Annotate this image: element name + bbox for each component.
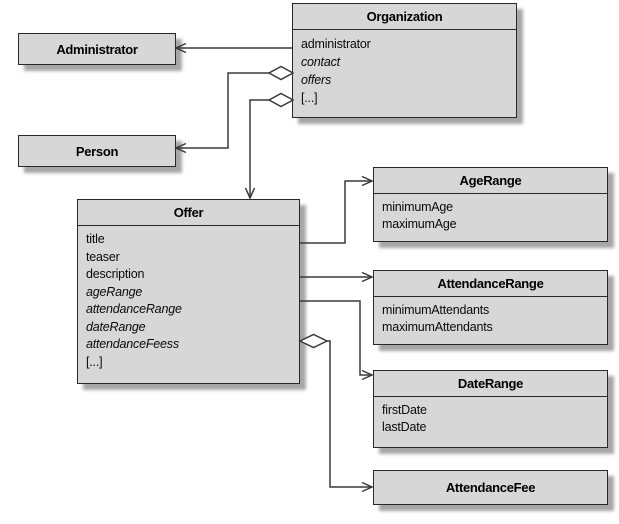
class-field: contact (301, 55, 340, 69)
connector-line (300, 300, 372, 376)
class-name: DateRange (374, 371, 607, 397)
class-name: Administrator (56, 41, 138, 57)
arrowhead-icon (361, 369, 374, 381)
aggregation-diamond-icon (267, 92, 295, 108)
class-field: administrator (301, 37, 371, 51)
class-box-daterange: DateRange firstDate lastDate (373, 370, 608, 448)
class-field: offers (301, 73, 332, 87)
connector-line (249, 99, 269, 198)
class-name: Organization (293, 4, 516, 30)
arrowhead-icon (361, 271, 374, 283)
class-name: Person (75, 143, 119, 159)
class-field: minimumAge (382, 200, 453, 214)
class-fields: title teaser description ageRange attend… (78, 226, 299, 371)
aggregation-diamond-icon (267, 65, 295, 81)
class-box-attendancerange: AttendanceRange minimumAttendants maximu… (373, 270, 608, 345)
class-field: title (86, 232, 105, 246)
class-name: AttendanceFee (445, 480, 536, 495)
class-field: [...] (86, 354, 103, 369)
class-fields: administrator contact offers [...] (293, 30, 516, 107)
class-field: ageRange (86, 284, 143, 299)
class-name: AgeRange (374, 168, 607, 194)
class-field: [...] (301, 91, 318, 105)
arrowhead-icon (244, 187, 256, 200)
class-field: firstDate (382, 403, 427, 417)
class-fields: minimumAge maximumAge (374, 194, 607, 233)
class-name: Offer (78, 200, 299, 226)
class-field: attendanceFeess (86, 337, 179, 351)
class-field: attendanceRange (86, 302, 182, 316)
class-field: description (86, 267, 145, 281)
connector-line (300, 180, 372, 244)
class-fields: firstDate lastDate (374, 397, 607, 436)
class-name: AttendanceRange (374, 271, 607, 297)
class-box-agerange: AgeRange minimumAge maximumAge (373, 167, 608, 242)
class-field: maximumAttendants (382, 320, 493, 334)
class-box-administrator: Administrator (18, 33, 176, 65)
class-field: minimumAttendants (382, 303, 490, 317)
class-box-offer: Offer title teaser description ageRange … (77, 199, 300, 384)
class-fields: minimumAttendants maximumAttendants (374, 297, 607, 336)
arrowhead-icon (174, 42, 187, 54)
arrowhead-icon (174, 142, 187, 154)
connector-line (176, 72, 269, 149)
class-field: dateRange (86, 319, 146, 334)
class-box-attendancefee: AttendanceFee (373, 470, 608, 505)
arrowhead-icon (361, 175, 374, 187)
class-box-person: Person (18, 135, 176, 167)
class-field: lastDate (382, 420, 427, 434)
aggregation-diamond-icon (298, 333, 329, 349)
connector-line (327, 340, 372, 488)
class-box-organization: Organization administrator contact offer… (292, 3, 517, 118)
class-field: maximumAge (382, 217, 457, 231)
arrowhead-icon (361, 481, 374, 493)
class-field: teaser (86, 249, 120, 264)
